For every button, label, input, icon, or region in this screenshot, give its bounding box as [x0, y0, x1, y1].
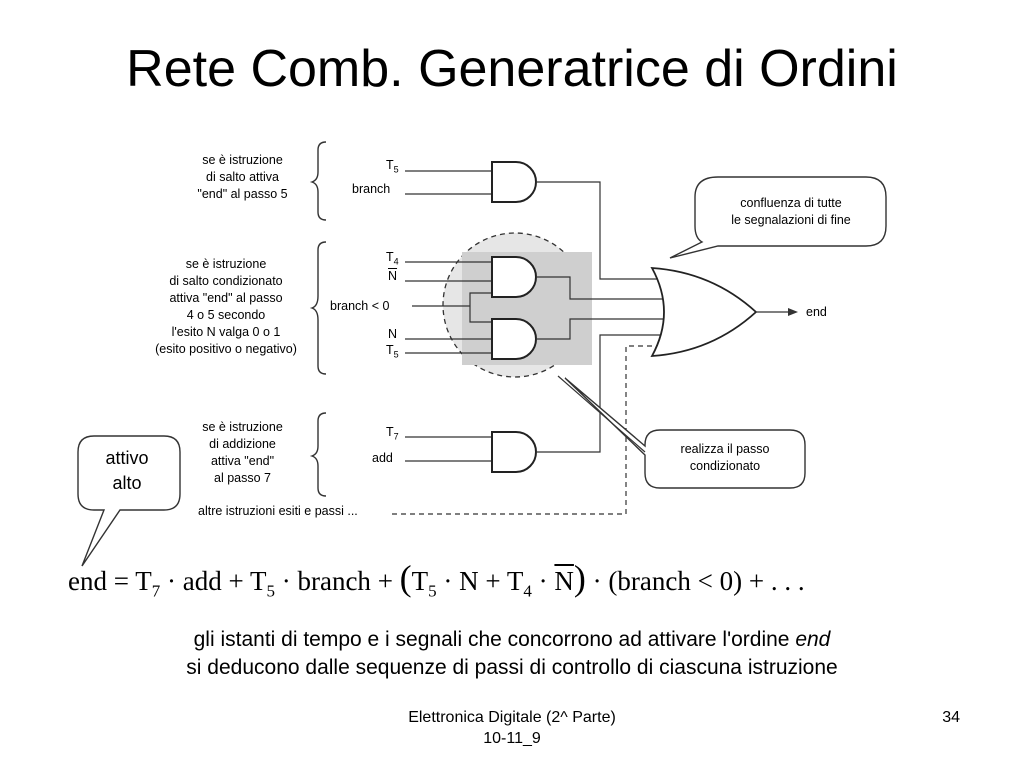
wire-and2-out	[536, 276, 665, 300]
input-label-t7: T7	[386, 425, 399, 442]
callout-active-high-text: attivo alto	[105, 448, 149, 493]
input-label-t5-second: T5	[386, 343, 399, 360]
input-label-t4: T4	[386, 250, 399, 267]
input-label-t5: T5	[386, 158, 399, 175]
and-gate-3	[491, 318, 537, 360]
brace-group-3	[309, 412, 327, 497]
or-gate	[650, 266, 758, 358]
wire-branch-lt0-down	[469, 306, 492, 323]
wire-and1-out	[536, 181, 661, 280]
callout-bottom-bubble	[564, 377, 806, 489]
input-label-branch: branch	[352, 182, 391, 196]
wire-branch-lt0-up	[469, 292, 492, 306]
group-3-description: se è istruzione di addizione attiva "end…	[202, 420, 283, 485]
brace-group-1	[309, 141, 327, 221]
footer-page-number: 34	[942, 709, 960, 726]
callout-top-text: confluenza di tutte le segnalazioni di f…	[731, 196, 851, 227]
end-arrow-icon	[788, 308, 798, 316]
callout-bottom-text: realizza il passo condizionato	[680, 442, 770, 473]
group-1-description: se è istruzione di salto attiva "end" al…	[197, 153, 288, 201]
input-label-add: add	[372, 451, 393, 465]
brace-group-2	[309, 241, 327, 375]
and-gate-2	[491, 256, 537, 298]
input-label-n: N	[388, 327, 398, 341]
slide-title: Rete Comb. Generatrice di Ordini	[126, 40, 898, 98]
input-label-n-bar: N	[388, 269, 398, 283]
wire-and4-out	[536, 334, 661, 453]
input-label-branch-lt0: branch < 0	[330, 299, 390, 313]
callout-left-bubble	[77, 435, 181, 567]
explanation-text: gli istanti di tempo e i segnali che con…	[186, 628, 838, 679]
callout-bottom-pointer	[557, 375, 646, 453]
callout-top-bubble	[669, 176, 887, 259]
and-gate-4	[491, 431, 537, 473]
output-label-end: end	[806, 305, 827, 319]
others-label: altre istruzioni esiti e passi ...	[198, 504, 358, 518]
group-2-description: se è istruzione di salto condizionato at…	[155, 257, 297, 356]
wire-and3-out	[536, 318, 665, 340]
and-gate-1	[491, 161, 537, 203]
end-formula: end = T7 · add + T5 · branch + (T5 · N +…	[68, 558, 805, 601]
footer-course: Elettronica Digitale (2^ Parte) 10-11_9	[408, 709, 616, 747]
